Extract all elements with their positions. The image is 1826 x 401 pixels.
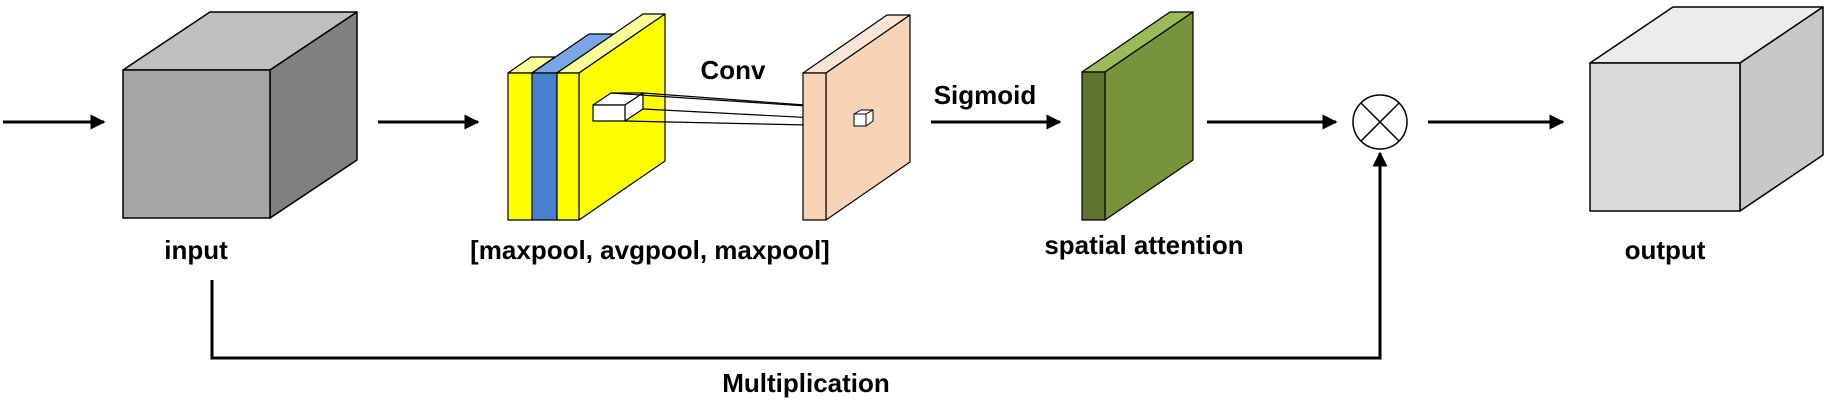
conv-label: Conv — [701, 55, 767, 85]
sigmoid-label: Sigmoid — [934, 80, 1037, 110]
input-label: input — [164, 235, 228, 265]
pooling-stack — [507, 13, 666, 221]
input-cube — [122, 11, 358, 219]
multiplication-label: Multiplication — [722, 368, 890, 398]
spatial-attention-label: spatial attention — [1044, 230, 1243, 260]
pooling-label: [maxpool, avgpool, maxpool] — [470, 235, 830, 265]
skip-connection-arrow — [210, 151, 1388, 360]
circle-times-icon — [1352, 94, 1408, 150]
output-cube — [1589, 6, 1824, 212]
conv-output-slice — [802, 14, 911, 221]
spatial-attention-slice — [1081, 11, 1194, 221]
output-label: output — [1625, 235, 1706, 265]
conv-target-patch — [853, 109, 874, 127]
